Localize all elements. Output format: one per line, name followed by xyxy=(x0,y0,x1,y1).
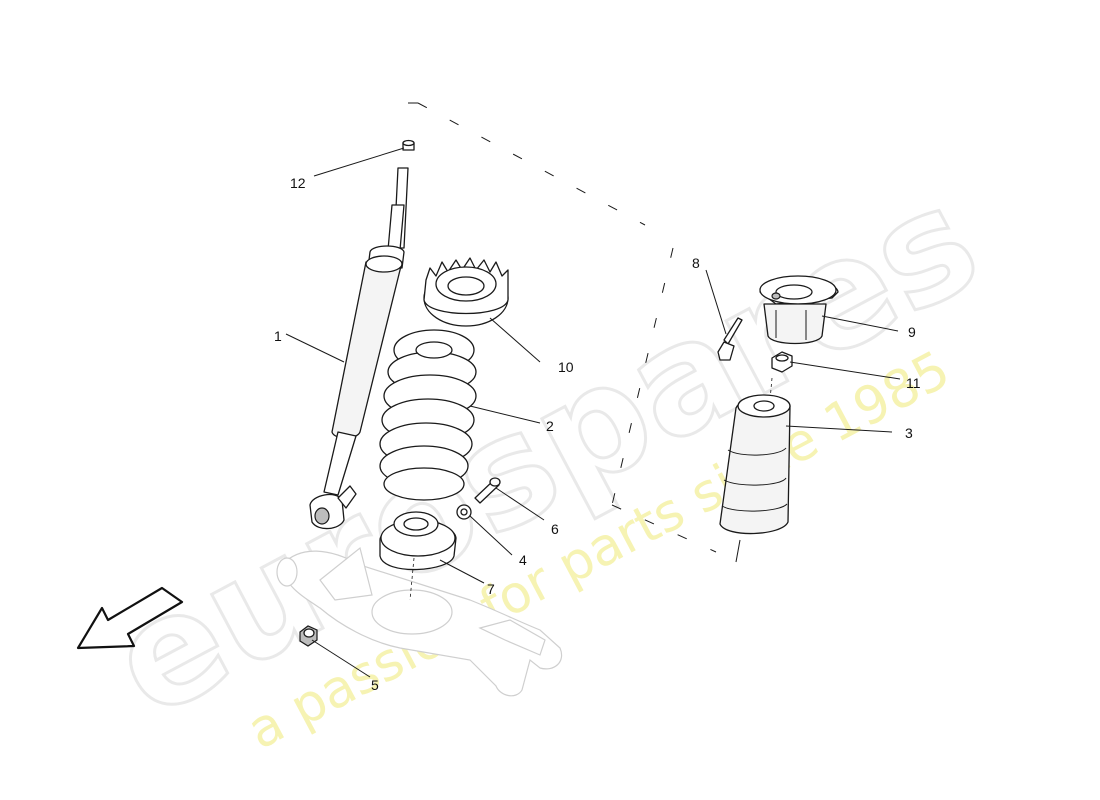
screw-8 xyxy=(717,317,743,361)
front-direction-arrow-icon xyxy=(76,586,184,650)
callout-8: 8 xyxy=(692,255,700,271)
callout-9: 9 xyxy=(908,324,916,340)
lower-spring-seat xyxy=(379,511,457,601)
callout-10: 10 xyxy=(558,359,574,375)
callouts: 12 1 10 2 3 6 4 7 5 8 9 11 xyxy=(274,175,921,693)
top-mount xyxy=(759,275,839,345)
callout-6: 6 xyxy=(551,521,559,537)
upper-spring-pad xyxy=(423,257,509,327)
leader-lines xyxy=(285,147,901,678)
callout-2: 2 xyxy=(546,418,554,434)
bump-stop-nut xyxy=(771,351,793,373)
washer xyxy=(456,504,472,520)
lower-control-arm xyxy=(276,546,563,697)
callout-7: 7 xyxy=(487,581,495,597)
callout-1: 1 xyxy=(274,328,282,344)
callout-11: 11 xyxy=(906,375,921,391)
dust-boot xyxy=(719,377,791,535)
callout-5: 5 xyxy=(371,677,379,693)
shock-absorber xyxy=(309,167,409,530)
top-nut xyxy=(402,139,415,151)
callout-4: 4 xyxy=(519,552,527,568)
coil-spring xyxy=(379,329,477,501)
lower-nut xyxy=(299,625,318,647)
watermark: eurospares a passion for parts since 198… xyxy=(84,151,1006,761)
assembly-outline xyxy=(408,102,741,563)
callout-12: 12 xyxy=(290,175,306,191)
bolt-6 xyxy=(474,477,501,504)
callout-3: 3 xyxy=(905,425,913,441)
